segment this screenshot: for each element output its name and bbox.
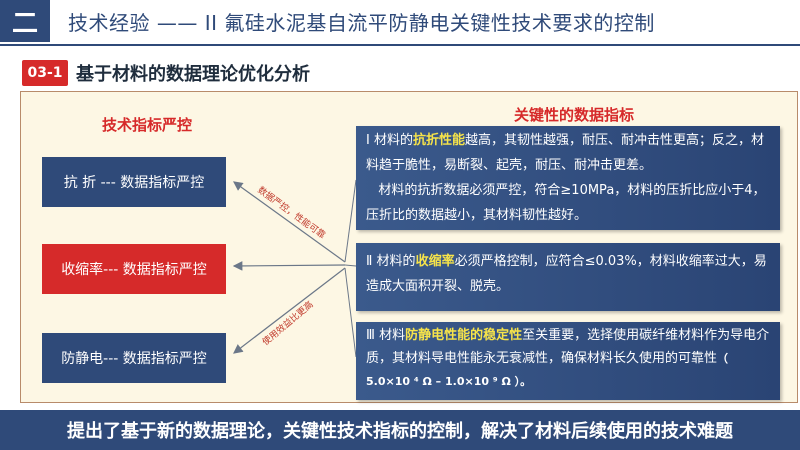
page-title: 技术经验 —— II 氟硅水泥基自流平防静电关键性技术要求的控制 — [68, 11, 655, 35]
left-heading: 技术指标严控 — [101, 116, 192, 134]
right-heading: 关键性的数据指标 — [514, 106, 635, 124]
highlight-antistatic: 防静电性能的稳定性 — [405, 328, 523, 343]
control-box-flexural: 抗 折 --- 数据指标严控 — [42, 157, 226, 207]
highlight-flexural: 抗折性能 — [413, 133, 466, 148]
section-badge: 03-1 — [22, 60, 68, 86]
chapter-number: 二 — [0, 0, 50, 42]
numeral: Ⅱ — [366, 254, 373, 269]
highlight-shrinkage: 收缩率 — [415, 254, 455, 269]
resistance-range: （ 5.0×10 ⁴ Ω – 1.0×10 ⁹ Ω ）。 — [366, 352, 729, 388]
indicator-shrinkage: Ⅱ 材料的收缩率必须严格控制，应符合≤0.03%，材料收缩率过大，易造成大面积开… — [356, 243, 780, 311]
indicator-flexural: Ⅰ 材料的抗折性能越高，其韧性越强，耐压、耐冲击性更高；反之，材料趋于脆性，易断… — [356, 126, 780, 230]
indicator-antistatic: Ⅲ 材料防静电性能的稳定性至关重要，选择使用碳纤维材料作为导电介质，其材料导电性… — [356, 322, 780, 400]
header-divider — [0, 44, 800, 46]
flexural-requirement: 材料的抗折数据必须严控，符合≥10MPa，材料的压折比应小于4，压折比的数据越小… — [366, 183, 766, 223]
control-box-antistatic: 防静电--- 数据指标严控 — [42, 333, 226, 383]
numeral: Ⅲ — [366, 328, 375, 343]
summary-banner: 提出了基于新的数据理论，关键性技术指标的控制，解决了材料后续使用的技术难题 — [0, 410, 800, 450]
control-box-shrinkage: 收缩率--- 数据指标严控 — [42, 244, 226, 294]
numeral: Ⅰ — [366, 133, 370, 148]
section-title: 基于材料的数据理论优化分析 — [76, 64, 310, 85]
